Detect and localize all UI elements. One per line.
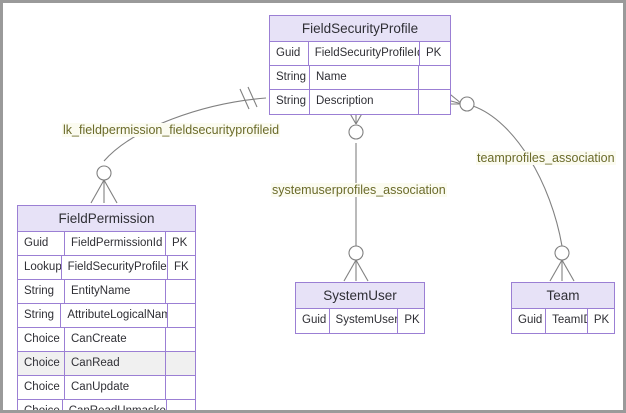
attribute-type: Choice: [18, 376, 65, 399]
edge-lk-fieldpermission-fieldsecurityprofileid: [90, 86, 267, 204]
attribute-row[interactable]: String EntityName: [18, 280, 195, 304]
attribute-type: String: [270, 66, 310, 89]
attribute-name: Description: [316, 95, 374, 107]
attribute-name: FieldPermissionId: [71, 237, 163, 249]
attribute-key-badge: [418, 66, 450, 89]
attribute-type: Guid: [270, 42, 309, 65]
attribute-name: CanRead: [71, 357, 120, 369]
attribute-name: CanUpdate: [71, 381, 130, 393]
edge-teamprofiles-association: [439, 85, 575, 282]
attribute-name: CanReadUnmasked: [68, 405, 167, 413]
attribute-key-badge: PK: [165, 232, 195, 255]
attribute-key-badge: PK: [397, 309, 424, 333]
attribute-key-badge: [167, 304, 195, 327]
attribute-key-badge: [165, 376, 195, 399]
attribute-key-badge: [165, 280, 195, 303]
attribute-type: String: [18, 280, 65, 303]
attribute-key-badge: [418, 90, 450, 114]
attribute-key-badge: PK: [419, 42, 450, 65]
attribute-row[interactable]: String Description: [270, 90, 450, 114]
attribute-row[interactable]: Guid TeamIDPK: [512, 309, 614, 333]
attribute-key-badge: [165, 328, 195, 351]
relationship-label-teamprofiles_association[interactable]: teamprofiles_association: [476, 151, 616, 165]
attribute-name: Name: [316, 71, 347, 83]
attribute-name: CanCreate: [71, 333, 127, 345]
attribute-type: Guid: [512, 309, 547, 333]
attribute-name: FieldSecurityProfileId: [314, 47, 419, 59]
attribute-name: TeamID: [552, 314, 587, 326]
relationship-label-lk_fieldpermission_fieldsecurityprofileid[interactable]: lk_fieldpermission_fieldsecurityprofilei…: [62, 123, 281, 137]
attribute-type: Lookup: [18, 256, 62, 279]
attribute-row[interactable]: String AttributeLogicalName: [18, 304, 195, 328]
attribute-key-badge: FK: [166, 256, 195, 279]
relationship-label-systemuserprofiles_association[interactable]: systemuserprofiles_association: [271, 183, 447, 197]
attribute-type: Choice: [18, 328, 65, 351]
attribute-row[interactable]: Choice CanRead: [18, 352, 195, 376]
entity-title: Team: [512, 283, 614, 309]
attribute-type: Choice: [18, 352, 65, 375]
attribute-type: Guid: [18, 232, 65, 255]
attribute-row[interactable]: Choice CanUpdate: [18, 376, 195, 400]
attribute-name: EntityName: [71, 285, 131, 297]
attribute-row[interactable]: Guid SystemUserIdPK: [296, 309, 424, 333]
attribute-key-badge: [166, 400, 195, 410]
attribute-row[interactable]: String Name: [270, 66, 450, 90]
attribute-name: SystemUserId: [335, 314, 398, 326]
attribute-type: String: [270, 90, 310, 114]
attribute-name: AttributeLogicalName: [67, 309, 168, 321]
attribute-key-badge: PK: [586, 309, 614, 333]
attribute-type: String: [18, 304, 62, 327]
entity-title: FieldPermission: [18, 206, 195, 232]
attribute-row[interactable]: Choice CanCreate: [18, 328, 195, 352]
entity-title: FieldSecurityProfile: [270, 16, 450, 42]
attribute-type: Guid: [296, 309, 330, 333]
attribute-key-badge: [165, 352, 195, 375]
entity-title: SystemUser: [296, 283, 424, 309]
attribute-type: Choice: [18, 400, 63, 410]
attribute-name: FieldSecurityProfileId: [67, 261, 167, 273]
